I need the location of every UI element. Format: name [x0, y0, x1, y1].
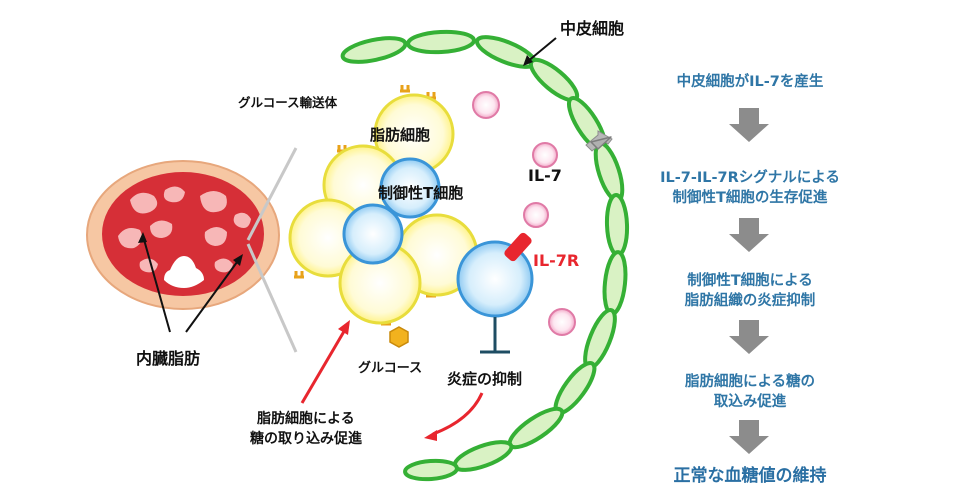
treg-cell-small: [342, 203, 404, 265]
mesothelial-cell: [406, 29, 476, 55]
flow-down-arrow: [729, 108, 769, 142]
label-il7: IL-7: [528, 166, 562, 185]
il7-receptor: [504, 232, 532, 262]
arrowhead: [523, 55, 533, 66]
mesothelial-cell: [475, 35, 537, 69]
glucose-transporter-nub: [400, 85, 410, 93]
mesothelial-cell: [403, 458, 459, 482]
arrowhead: [138, 232, 147, 243]
fat-tissue-patch: [233, 212, 251, 228]
flow-step-1: 中皮細胞がIL-7を産生: [620, 72, 880, 92]
fat-tissue-patch: [200, 191, 227, 213]
flow-step-4-line1: 脂肪細胞による糖の: [684, 374, 816, 390]
mesothelial-cell: [583, 308, 617, 370]
treg-cell-top: [379, 157, 441, 219]
flow-step-3: 制御性T細胞による 脂肪組織の炎症抑制: [620, 271, 880, 311]
flow-step-2-line1: IL-7-IL-7Rシグナルによる: [660, 170, 840, 186]
flow-step-2: IL-7-IL-7Rシグナルによる 制御性T細胞の生存促進: [620, 168, 880, 208]
visceral-fat-pointer-arrow: [185, 257, 241, 333]
il7-secretion-arrow-body: [590, 136, 612, 150]
inflammation-to-uptake-arrow: [432, 392, 484, 436]
flow-down-arrow: [729, 218, 769, 252]
flow-step-5-line1: 正常な血糖値の維持: [673, 466, 827, 486]
label-mesothelial: 中皮細胞: [560, 19, 624, 38]
fat-tissue-patch: [118, 228, 142, 249]
label-glucose: グルコース: [358, 360, 422, 376]
flow-step-3-line2: 脂肪組織の炎症抑制: [684, 293, 816, 309]
fat-tissue-patch: [163, 186, 185, 203]
label-visceral-fat: 内臓脂肪: [136, 349, 200, 368]
mesothelial-cell: [452, 440, 514, 472]
fat-tissue-patch: [130, 192, 158, 214]
visceral-fat-cross-section: [86, 160, 280, 310]
label-glucose-transporter: グルコース輸送体: [238, 95, 338, 110]
label-il7r: IL-7R: [533, 251, 579, 270]
fat-tissue-patch: [139, 258, 158, 273]
label-glucose-uptake-line1: 脂肪細胞による: [256, 410, 355, 427]
glucose-hexagon: [389, 326, 409, 348]
il7-molecule: [548, 308, 576, 336]
visceral-fat-pointer-arrow: [142, 235, 171, 333]
flow-step-1-line1: 中皮細胞がIL-7を産生: [676, 74, 824, 90]
flow-step-2-line2: 制御性T細胞の生存促進: [672, 190, 828, 206]
flow-down-arrow: [729, 420, 769, 454]
spine-shape: [164, 256, 204, 288]
il7-molecule: [472, 91, 500, 119]
arrowhead: [424, 430, 437, 441]
fat-tissue-patch: [150, 220, 173, 238]
flow-step-5: 正常な血糖値の維持: [620, 466, 880, 486]
arrowhead: [233, 254, 243, 266]
flow-step-4: 脂肪細胞による糖の 取込み促進: [620, 372, 880, 412]
mesothelial-cell: [507, 406, 565, 450]
mesothelial-cell-layer: [340, 29, 630, 482]
mesothelial-cell: [340, 36, 408, 64]
label-glucose-uptake-line2: 糖の取り込み促進: [250, 430, 362, 447]
label-adipocyte: 脂肪細胞: [370, 126, 430, 144]
il7-molecules: [472, 91, 576, 336]
zoom-line-bottom: [246, 243, 298, 353]
flow-arrows: [729, 108, 769, 454]
il7-molecule: [532, 142, 558, 168]
label-treg: 制御性T細胞: [378, 184, 463, 202]
il7-molecule: [523, 202, 549, 228]
arrowhead: [338, 320, 350, 335]
flow-down-arrow: [729, 320, 769, 354]
fat-tissue-patch: [204, 227, 227, 246]
flow-step-4-line2: 取込み促進: [713, 394, 787, 410]
fat-tissue-patch: [214, 258, 233, 273]
flow-step-3-line1: 制御性T細胞による: [687, 273, 813, 289]
label-inflammation-suppression: 炎症の抑制: [447, 370, 522, 388]
glucose-transporter-nub: [294, 271, 304, 279]
mesothelial-pointer-arrow: [526, 37, 557, 63]
zoom-line-top: [246, 147, 298, 241]
glucose-uptake-arrow: [300, 327, 348, 404]
